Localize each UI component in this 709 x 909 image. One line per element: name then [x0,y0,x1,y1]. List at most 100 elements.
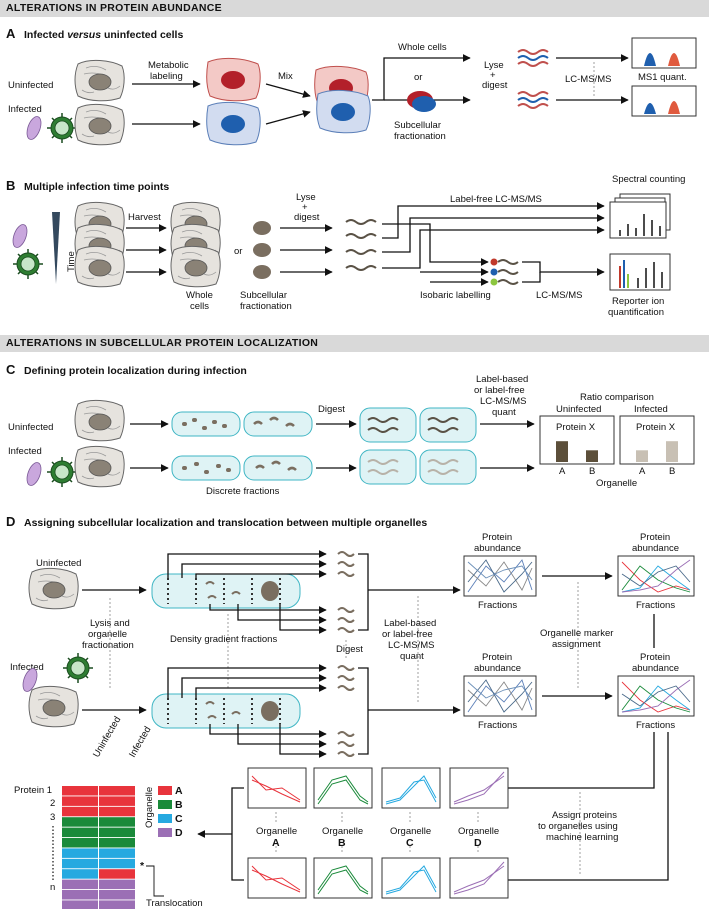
heatmap-cell [99,806,135,817]
heat-protein-1: Protein 1 [14,785,52,796]
heatmap-cell [99,827,135,838]
organelle-d-caption: Organelle [458,826,499,837]
lb-c-3: LC-MS/MS [480,396,526,407]
merge-arrow-uninfected [358,553,460,631]
organelle-c-label: Organelle [596,478,637,489]
heatmap-cell [62,806,98,817]
time-label: Time [66,251,77,272]
arrow-mix-top [265,83,311,98]
harvest-label: Harvest [128,212,161,223]
heat-protein-n: n [50,882,55,893]
lb-c-4: quant [492,407,516,418]
legend-swatch-a [158,786,172,795]
legend-a: A [175,785,183,797]
uninfected-cell-icon [74,59,125,102]
whole-cell-3-icon [170,245,221,288]
tagged-peptides-icon [490,258,519,286]
section-title-abundance: ALTERATIONS IN PROTEIN ABUNDANCE [6,2,222,14]
bar-uninfected-a [556,441,568,462]
spectral-label: Spectral counting [612,174,685,185]
infected-cell-c-icon [74,445,125,488]
pa-marked-inf-1: Protein [640,652,670,663]
panel-a-infected-label: Infected [8,104,42,115]
whole-label-2: cells [190,301,209,312]
heat-col-uninfected: Uninfected [91,715,123,760]
arrow-to-heatmap [198,787,244,881]
ms1-label: MS1 quant. [638,72,687,83]
heatmap-cell [99,796,135,806]
legend-title: Organelle [144,787,155,828]
peptide-3-icon [345,249,377,255]
lyse-b-1: Lyse [296,192,316,203]
panel-c-title: Defining protein localization during inf… [24,365,247,377]
discrete-fraction-tubes [171,411,313,481]
bacterium-icon-b [9,222,31,250]
legend-swatch-c [158,814,172,823]
metabolic-label-2: labeling [150,71,183,82]
time-wedge-icon [52,212,60,284]
section-band-localization: ALTERATIONS IN SUBCELLULAR PROTEIN LOCAL… [0,335,709,352]
arrow-mix-bottom [265,110,311,125]
digested-peptides-infected [337,665,355,757]
virus-icon-b [12,248,44,280]
fraction-lines-infected [167,664,327,758]
whole-label-1: Whole [186,290,213,301]
assign-2: to organelles using [538,821,618,832]
organelle-fraction-icon [407,91,436,112]
heatmap-cell [62,796,98,806]
ratio-label: Ratio comparison [580,392,654,403]
panel-b-letter: B [6,178,15,193]
ratio-col-infected: Infected [634,404,668,415]
legend-swatch-b [158,800,172,809]
lysis-2: organelle [88,629,127,640]
subcellular-label-2: fractionation [394,131,446,142]
pa-marked-inf-2: abundance [632,663,679,674]
bar-infected-a [636,450,648,462]
arrow-lcms-b [522,261,605,276]
heatmap-cell [99,786,135,796]
fractions-uninf: Fractions [478,600,517,611]
lb-d-2: or label-free [382,629,433,640]
heatmap-cell [62,890,98,900]
lysis-3: fractionation [82,640,134,651]
digested-fraction-tubes [359,407,477,485]
lb-d-1: Label-based [384,618,436,629]
assign-3: machine learning [546,832,618,843]
heatmap-cell [62,858,98,869]
fractions-marked-uninf: Fractions [636,600,675,611]
pa-marked-uninf-2: abundance [632,543,679,554]
heatmap-cell [99,858,135,869]
organelle-a-letter: A [272,837,280,849]
arrow-labelfree-3 [382,226,605,269]
organelle-a-caption: Organelle [256,826,297,837]
density-tube-infected [151,693,301,729]
heat-protein-2: 2 [50,798,55,809]
lb-d-3: LC-MS/MS [388,640,434,651]
organelle-b-letter: B [338,837,346,849]
lb-c-1: Label-based [476,374,528,385]
peptide-1-icon [345,219,377,225]
bar-uninfected-b [586,450,598,462]
lb-d-4: quant [400,651,424,662]
heatmap-cell [62,869,98,879]
arrow-lcms-b-join [522,272,541,283]
legend-d: D [175,827,183,839]
virus-icon-c [46,456,78,488]
fraction-lines-uninfected [167,550,327,634]
peptides-top-icon [517,49,549,67]
ms1-spectrum-bottom [631,85,697,117]
profile-plot-uninfected-raw [463,555,537,597]
peptides-bottom-icon [517,91,549,109]
heatmap-cell [99,890,135,900]
density-tube-uninfected [151,573,301,609]
arrow-assign-top [495,732,655,792]
panel-b-title: Multiple infection time points [24,181,169,193]
pa-inf-1: Protein [482,652,512,663]
heatmap-cell [62,827,98,838]
heatmap-cell [99,879,135,890]
heatmap-cell [99,848,135,858]
panel-a-uninfected-label: Uninfected [8,80,53,91]
heatmap-cell [62,900,98,909]
organelle-c-letter: C [406,837,414,849]
panel-c-infected-label: Infected [8,446,42,457]
